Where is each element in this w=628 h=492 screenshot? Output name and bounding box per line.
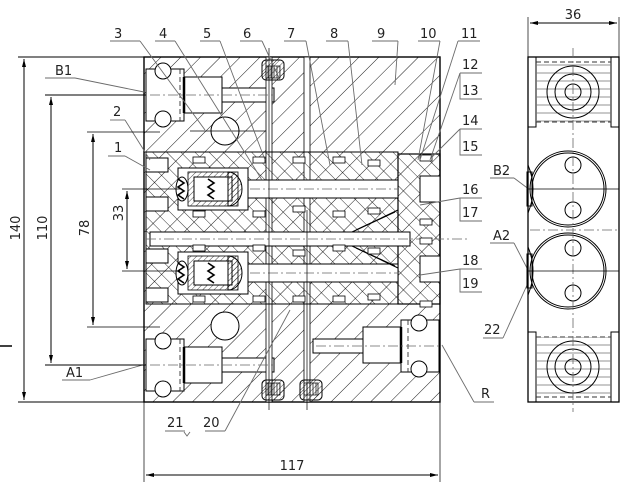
- dim-side-width: 36: [565, 8, 582, 23]
- spool-assembly: [145, 151, 470, 305]
- dim-spool-spacing: 78: [78, 220, 93, 237]
- seals: [192, 154, 433, 308]
- part-label-20: 20: [203, 416, 220, 431]
- part-label-19: 19: [462, 277, 479, 292]
- part-label-9: 9: [377, 27, 385, 42]
- port-label-a2: A2: [493, 229, 510, 244]
- plug-bottom-right: [299, 379, 323, 401]
- part-labels: 3 4 5 6 7 8 9 10 11 12 13 14 15 16 17 18…: [113, 27, 501, 437]
- part-label-5: 5: [203, 27, 211, 42]
- port-labels: B1 A1 B2 A2 R: [55, 64, 510, 402]
- part-label-16: 16: [462, 183, 479, 198]
- leader-lines: [45, 40, 531, 432]
- dim-port-spacing: 110: [36, 216, 51, 241]
- part-label-2: 2: [113, 105, 121, 120]
- part-label-13: 13: [462, 84, 479, 99]
- part-label-8: 8: [330, 27, 338, 42]
- plug-bottom-left: [261, 379, 285, 401]
- part-label-21: 21: [167, 416, 184, 431]
- part-label-15: 15: [462, 140, 479, 155]
- part-label-11: 11: [461, 27, 478, 42]
- part-label-1: 1: [114, 141, 122, 156]
- part-label-18: 18: [462, 254, 479, 269]
- part-label-17: 17: [462, 206, 479, 221]
- part-label-12: 12: [462, 58, 479, 73]
- port-label-a1: A1: [66, 366, 83, 381]
- dim-overall-width: 117: [280, 459, 305, 474]
- dim-inner-spacing: 33: [112, 205, 127, 222]
- front-section-view: [143, 48, 470, 410]
- side-view: [526, 48, 620, 412]
- dim-overall-height: 140: [9, 216, 24, 241]
- part-label-6: 6: [243, 27, 251, 42]
- part-label-4: 4: [159, 27, 167, 42]
- part-label-7: 7: [287, 27, 295, 42]
- port-label-b1: B1: [55, 64, 72, 79]
- port-b1-bore: [145, 62, 275, 128]
- plug-top: [261, 59, 285, 81]
- port-label-r: R: [481, 387, 490, 402]
- port-label-b2: B2: [493, 164, 510, 179]
- part-label-10: 10: [420, 27, 437, 42]
- cross-bore-lower: [210, 311, 240, 341]
- part-label-22: 22: [484, 323, 501, 338]
- part-label-3: 3: [114, 27, 122, 42]
- dimensions: 140 110 78 33 117 36: [0, 8, 620, 482]
- part-label-14: 14: [462, 114, 479, 129]
